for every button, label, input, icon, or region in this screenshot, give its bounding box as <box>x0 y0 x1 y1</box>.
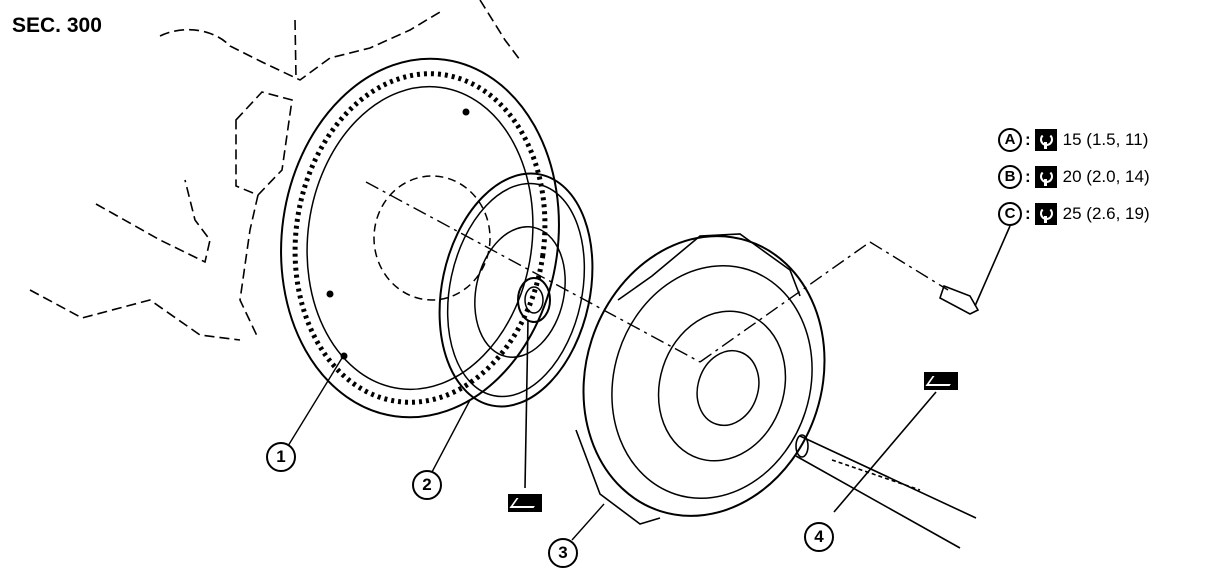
callout-4: 4 <box>804 522 834 552</box>
torque-value-a: 15 (1.5, 11) <box>1062 130 1149 149</box>
section-label: SEC. 300 <box>12 14 102 37</box>
torque-wrench-icon <box>1034 166 1057 188</box>
torque-spec-a: A: 15 (1.5, 11) <box>998 128 1148 152</box>
clutch-disc <box>438 172 594 489</box>
grease-apply-icon <box>508 494 542 512</box>
callout-2: 2 <box>412 470 442 500</box>
leader-lines <box>287 357 605 541</box>
torque-wrench-icon <box>1034 129 1057 151</box>
clutch-cover <box>575 233 826 525</box>
engine-block-outline <box>29 0 521 341</box>
alignment-lines <box>365 181 949 363</box>
torque-value-b: 20 (2.0, 14) <box>1062 167 1150 186</box>
torque-wrench-icon <box>1034 203 1057 225</box>
torque-spec-c: C: 25 (2.6, 19) <box>998 202 1150 226</box>
grease-apply-icon <box>924 372 958 390</box>
torque-letter-c: C <box>998 202 1022 226</box>
flywheel <box>280 57 560 419</box>
callout-3: 3 <box>548 538 578 568</box>
torque-spec-b: B: 20 (2.0, 14) <box>998 165 1150 189</box>
torque-letter-a: A <box>998 128 1022 152</box>
torque-letter-b: B <box>998 165 1022 189</box>
callout-1: 1 <box>266 442 296 472</box>
input-shaft <box>795 391 977 549</box>
torque-value-c: 25 (2.6, 19) <box>1062 204 1150 223</box>
clutch-bolt <box>939 225 1011 315</box>
